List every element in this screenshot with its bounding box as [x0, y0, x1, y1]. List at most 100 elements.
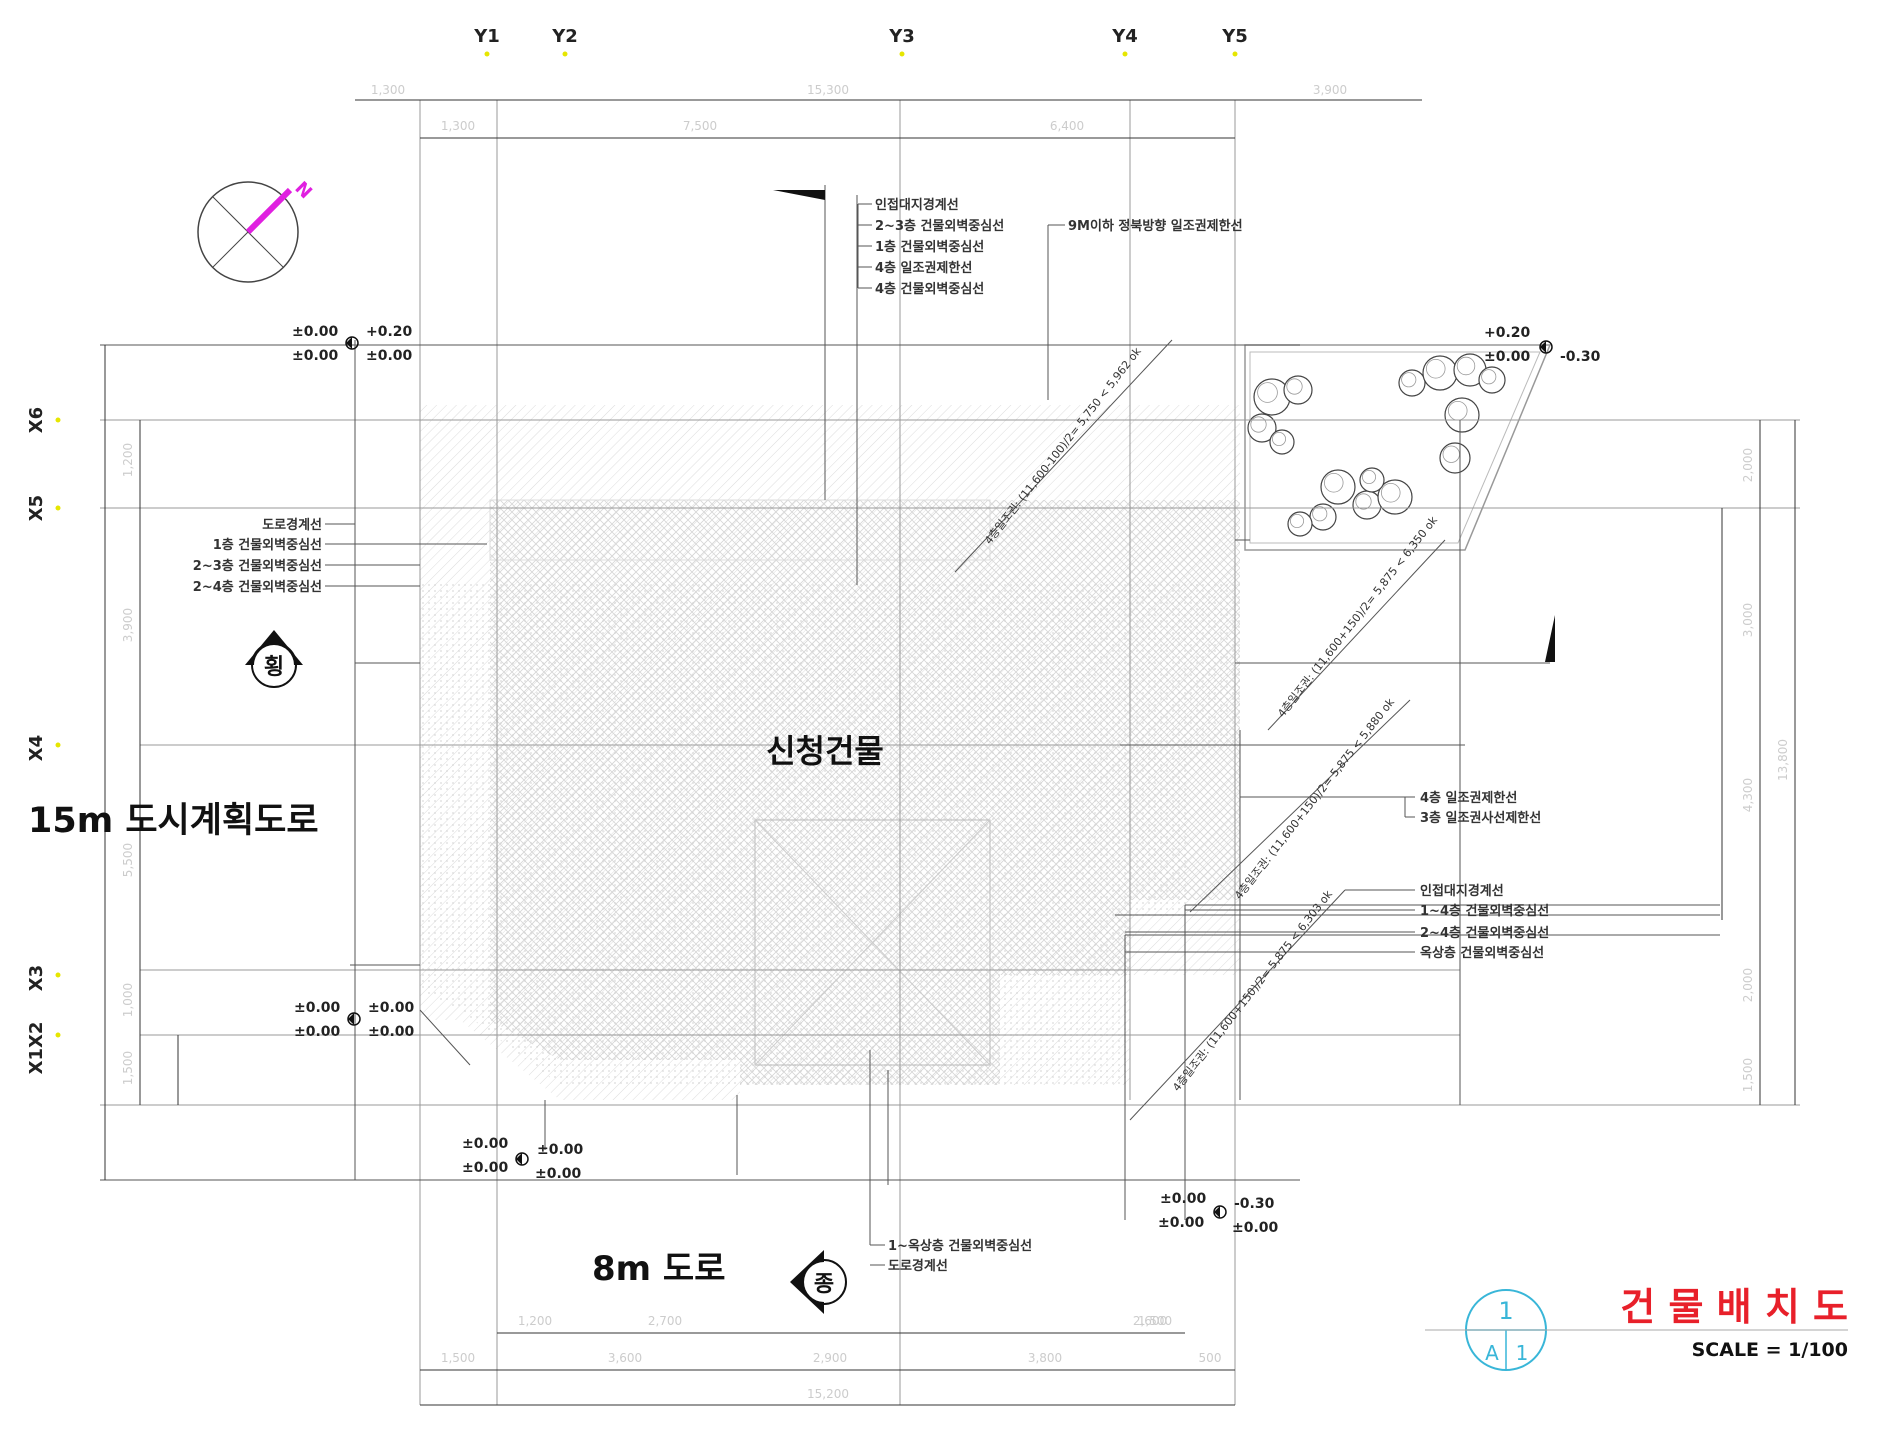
top-label-1: 인접대지경계선 [875, 197, 959, 213]
level-ml-b: ±0.00 [294, 1024, 341, 1040]
level-ml-a: ±0.00 [294, 1000, 341, 1016]
dimension-value: 1,300 [441, 119, 475, 133]
dimension-value: 15,200 [807, 1387, 849, 1401]
axis-label-y3: Y3 [888, 26, 915, 47]
top-label-4: 4층 일조권제한선 [875, 260, 972, 276]
axis-marker [899, 51, 905, 57]
level-bl-b: ±0.00 [462, 1160, 509, 1176]
right-low-label-3: 2~4층 건물외벽중심선 [1420, 925, 1549, 941]
level-bl-d: ±0.00 [535, 1166, 582, 1182]
drawing-scale: SCALE = 1/100 [1692, 1339, 1848, 1361]
north-label: N [290, 178, 316, 204]
axis-marker [55, 742, 61, 748]
dimension-value: 3,000 [1741, 603, 1755, 637]
section-marker-vertical: 종 [790, 1250, 847, 1314]
right-mid-label-1: 4층 일조권제한선 [1420, 790, 1517, 806]
tree-icon [1269, 429, 1295, 455]
axis-label-y1: Y1 [473, 26, 500, 47]
axis-label-x5: X5 [26, 495, 47, 521]
tree-icon [1359, 467, 1385, 493]
dimension-value: 1,500 [1741, 1058, 1755, 1092]
tree-icon [1422, 355, 1458, 391]
level-br-c: -0.30 [1234, 1196, 1275, 1212]
section-marker-horizontal: 횡 [245, 630, 303, 688]
building-label: 신청건물 [766, 732, 884, 770]
tree-icon [1247, 413, 1277, 443]
dimension-value: 6,400 [1050, 119, 1084, 133]
building-footprint [420, 405, 1240, 1100]
tree-icon [1352, 490, 1382, 520]
dimension-value: 1,300 [371, 83, 405, 97]
dimension-value: 7,500 [683, 119, 717, 133]
top-right-label: 9M이하 정북방향 일조권제한선 [1068, 218, 1243, 234]
dimension-value: 1,500 [1138, 1314, 1172, 1328]
leader-lines [325, 203, 1415, 1266]
axis-label-x3: X3 [26, 965, 47, 991]
sightline-note-2: 4층일조권: (11,600+150)/2= 5,875 < 6,350 ok [1274, 513, 1440, 720]
north-arrow-icon: N [197, 178, 316, 283]
level-br-a: ±0.00 [1160, 1191, 1207, 1207]
level-tl-c: +0.20 [366, 324, 413, 340]
axis-marker [55, 972, 61, 978]
dimension-values: 1,300 15,300 3,900 1,300 7,500 6,400 1,200 2,70… [121, 83, 1790, 1401]
tree-icon [1287, 511, 1313, 537]
level-values: ±0.00 ±0.00 +0.20 ±0.00 +0.20 ±0.00 -0.3… [292, 324, 1601, 1236]
dimension-value: 1,200 [518, 1314, 552, 1328]
top-label-5: 4층 건물외벽중심선 [875, 281, 984, 297]
dimension-value: 5,500 [121, 843, 135, 877]
right-low-label-1: 인접대지경계선 [1420, 883, 1504, 899]
axis-marker [55, 417, 61, 423]
grid-lines [100, 100, 1800, 1405]
axis-label-y4: Y4 [1111, 26, 1138, 47]
dimension-value: 4,300 [1741, 778, 1755, 812]
dimension-chains [104, 99, 1796, 1406]
dimension-value: 1,200 [121, 443, 135, 477]
axis-marker [1122, 51, 1128, 57]
sightline-note-3: 4층일조권: (11,600+150)/2= 5,875 < 5,880 ok [1231, 695, 1397, 902]
axis-marker [484, 51, 490, 57]
right-low-label-4: 옥상층 건물외벽중심선 [1420, 945, 1544, 961]
level-bl-c: ±0.00 [537, 1142, 584, 1158]
dimension-value: 500 [1199, 1351, 1222, 1365]
tree-icon [1398, 369, 1426, 397]
tree-icon [1320, 469, 1356, 505]
sheet-page: 1 [1516, 1341, 1529, 1365]
dimension-value: 2,000 [1741, 448, 1755, 482]
road-left-label: 15m 도시계획도로 [28, 801, 319, 841]
level-tl-b: ±0.00 [292, 348, 339, 364]
dimension-value: 13,800 [1776, 739, 1790, 781]
axis-label-y2: Y2 [551, 26, 578, 47]
axis-marker [1232, 51, 1238, 57]
level-tl-a: ±0.00 [292, 324, 339, 340]
right-mid-label-2: 3층 일조권사선제한선 [1420, 810, 1541, 826]
level-tr-a: +0.20 [1484, 325, 1531, 341]
top-annotations: 인접대지경계선 2~3층 건물외벽중심선 1층 건물외벽중심선 4층 일조권제한… [875, 197, 1243, 297]
dimension-value: 3,900 [1313, 83, 1347, 97]
tree-icon [1283, 375, 1313, 405]
bottom-label-1: 1~옥상층 건물외벽중심선 [888, 1238, 1032, 1254]
tree-icon [1478, 366, 1506, 394]
tree-icon [1439, 442, 1471, 474]
dimension-value: 3,800 [1028, 1351, 1062, 1365]
level-ml-d: ±0.00 [368, 1024, 415, 1040]
dimension-value: 2,600 [1133, 1314, 1167, 1328]
bottom-label-2: 도로경계선 [888, 1258, 948, 1274]
level-tr-c: -0.30 [1560, 349, 1601, 365]
level-br-b: ±0.00 [1158, 1215, 1205, 1231]
left-label-3: 2~3층 건물외벽중심선 [193, 558, 322, 574]
dimension-value: 1,000 [121, 983, 135, 1017]
dimension-value: 15,300 [807, 83, 849, 97]
axis-marker [562, 51, 568, 57]
level-br-d: ±0.00 [1232, 1220, 1279, 1236]
tree-icon [1444, 397, 1480, 433]
bottom-annotations: 1~옥상층 건물외벽중심선 도로경계선 [888, 1238, 1032, 1274]
axis-label-x4: X4 [26, 735, 47, 761]
landscape-area [1244, 344, 1552, 551]
left-label-4: 2~4층 건물외벽중심선 [193, 579, 322, 595]
dimension-value: 2,900 [813, 1351, 847, 1365]
level-bl-a: ±0.00 [462, 1136, 509, 1152]
section-label-vertical: 종 [814, 1272, 834, 1297]
dimension-value: 2,700 [648, 1314, 682, 1328]
right-annotations: 4층 일조권제한선 3층 일조권사선제한선 인접대지경계선 1~4층 건물외벽중… [1420, 790, 1549, 961]
